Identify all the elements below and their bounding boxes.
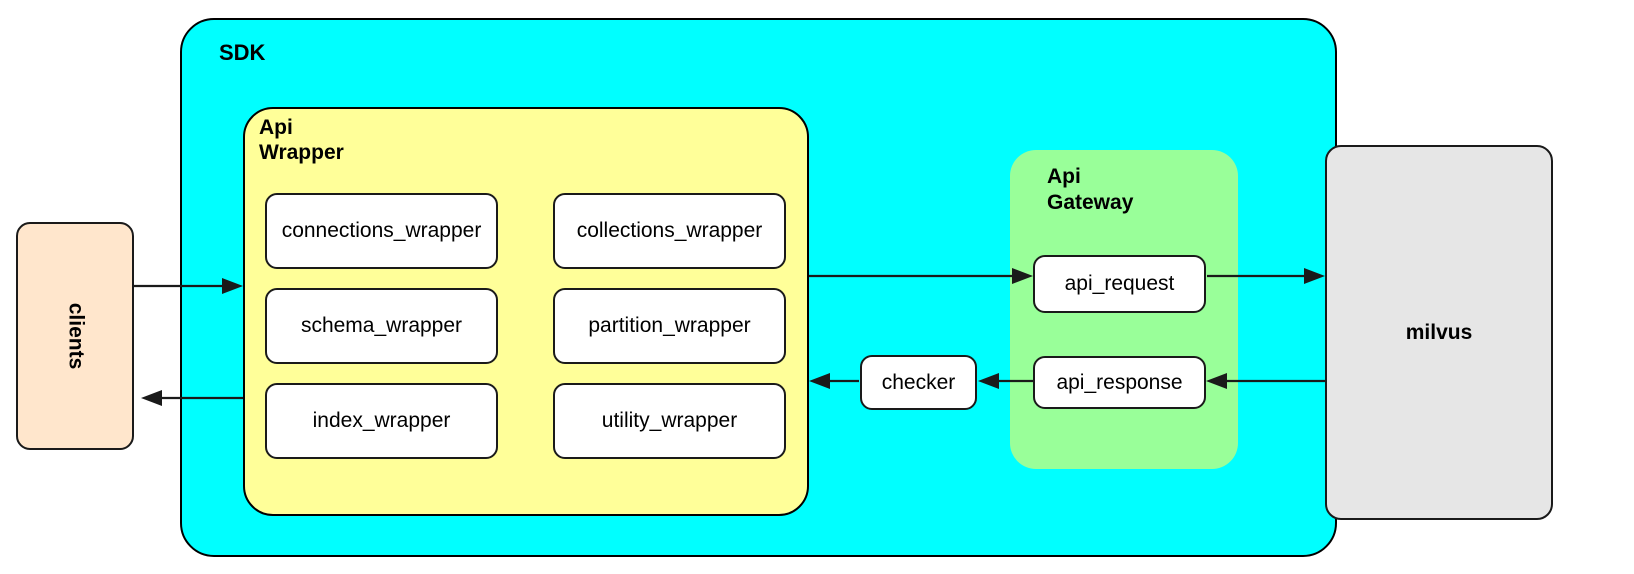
node-api-request[interactable]: api_request [1033, 255, 1206, 313]
node-partition-wrapper[interactable]: partition_wrapper [553, 288, 786, 364]
node-utility-wrapper[interactable]: utility_wrapper [553, 383, 786, 459]
node-index-wrapper[interactable]: index_wrapper [265, 383, 498, 459]
node-schema-wrapper[interactable]: schema_wrapper [265, 288, 498, 364]
node-connections-wrapper[interactable]: connections_wrapper [265, 193, 498, 269]
node-clients[interactable]: clients [16, 222, 134, 450]
node-api-response[interactable]: api_response [1033, 356, 1206, 409]
node-clients-label: clients [64, 302, 87, 370]
node-collections-wrapper[interactable]: collections_wrapper [553, 193, 786, 269]
node-checker[interactable]: checker [860, 355, 977, 410]
node-milvus[interactable]: milvus [1325, 145, 1553, 520]
